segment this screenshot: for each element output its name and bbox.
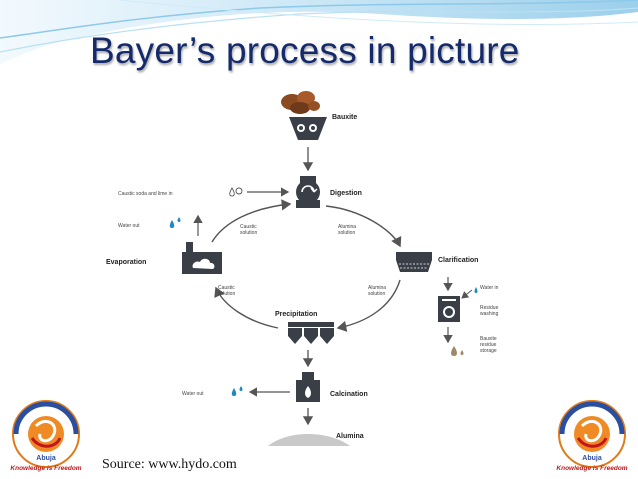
flow-label-alumina-2: Alumina (368, 285, 386, 291)
caustic-drops-icon (229, 187, 243, 197)
label-bauxite-residue-3: storage (480, 348, 497, 354)
node-label-calcination: Calcination (330, 391, 368, 398)
node-label-digestion: Digestion (330, 190, 362, 197)
node-label-bauxite: Bauxite (332, 114, 357, 121)
flow-label-caustic-2: Caustic (218, 285, 235, 291)
arrow-evaporation-to-digestion (211, 199, 292, 243)
label-bauxite-residue-2: residue (480, 342, 497, 348)
flow-label-solution-4: solution (368, 291, 385, 297)
water-drops-icon (169, 217, 181, 228)
svg-text:Abuja: Abuja (582, 455, 602, 462)
water-in-drop-icon (474, 287, 478, 293)
input-label-caustic-soda-lime: Caustic soda and lime in (118, 191, 173, 197)
alumina-pile-icon (268, 434, 350, 446)
water-out-drops-icon (231, 386, 243, 396)
output-label-water-out-bottom: Water out (182, 391, 204, 397)
input-label-water-in: Water in (480, 285, 499, 291)
precipitation-tanks-icon (288, 322, 334, 344)
node-label-clarification: Clarification (438, 257, 478, 264)
university-logo-left: Abuja Knowledge is Freedom (10, 400, 82, 472)
hopper-icon (289, 117, 327, 140)
slide-title: Bayer’s process in picture (90, 30, 520, 71)
node-label-evaporation: Evaporation (106, 259, 146, 266)
svg-text:Abuja: Abuja (36, 455, 56, 462)
output-label-water-out-top: Water out (118, 223, 140, 229)
arrow-clarification-to-precipitation (336, 279, 401, 332)
bauxite-rocks-icon (281, 91, 320, 114)
process-flow-svg: Bauxite Digestion Caustic soda and lime … (106, 91, 499, 446)
evaporation-tank-icon (182, 242, 222, 274)
clarification-tank-icon (396, 252, 432, 272)
arrow-precipitation-to-evaporation (214, 286, 279, 329)
university-logo-right: Abuja Knowledge is Freedom (556, 400, 628, 472)
flow-label-solution-3: solution (218, 291, 235, 297)
svg-text:Knowledge is Freedom: Knowledge is Freedom (10, 465, 81, 472)
digestion-reactor-icon (296, 176, 320, 208)
arrow-water-in (461, 289, 473, 299)
flow-label-alumina-1: Alumina (338, 224, 356, 230)
source-citation: Source: www.hydo.com (102, 457, 237, 472)
residue-drops-icon (451, 346, 464, 356)
label-washing: washing (480, 311, 499, 317)
flow-label-caustic-1: Caustic (240, 224, 257, 230)
label-residue: Residue (480, 305, 499, 311)
svg-text:Knowledge is Freedom: Knowledge is Freedom (556, 465, 627, 472)
flow-label-solution-1: solution (338, 230, 355, 236)
residue-washing-icon (438, 296, 460, 322)
label-bauxite-residue-1: Bauxite (480, 336, 497, 342)
flow-label-solution-2: solution (240, 230, 257, 236)
node-label-precipitation: Precipitation (275, 311, 317, 318)
arrow-digestion-to-clarification (325, 205, 402, 248)
node-label-alumina: Alumina (336, 433, 364, 440)
bayer-process-diagram: Bauxite Digestion Caustic soda and lime … (92, 84, 516, 456)
calcination-kiln-icon (296, 372, 320, 402)
